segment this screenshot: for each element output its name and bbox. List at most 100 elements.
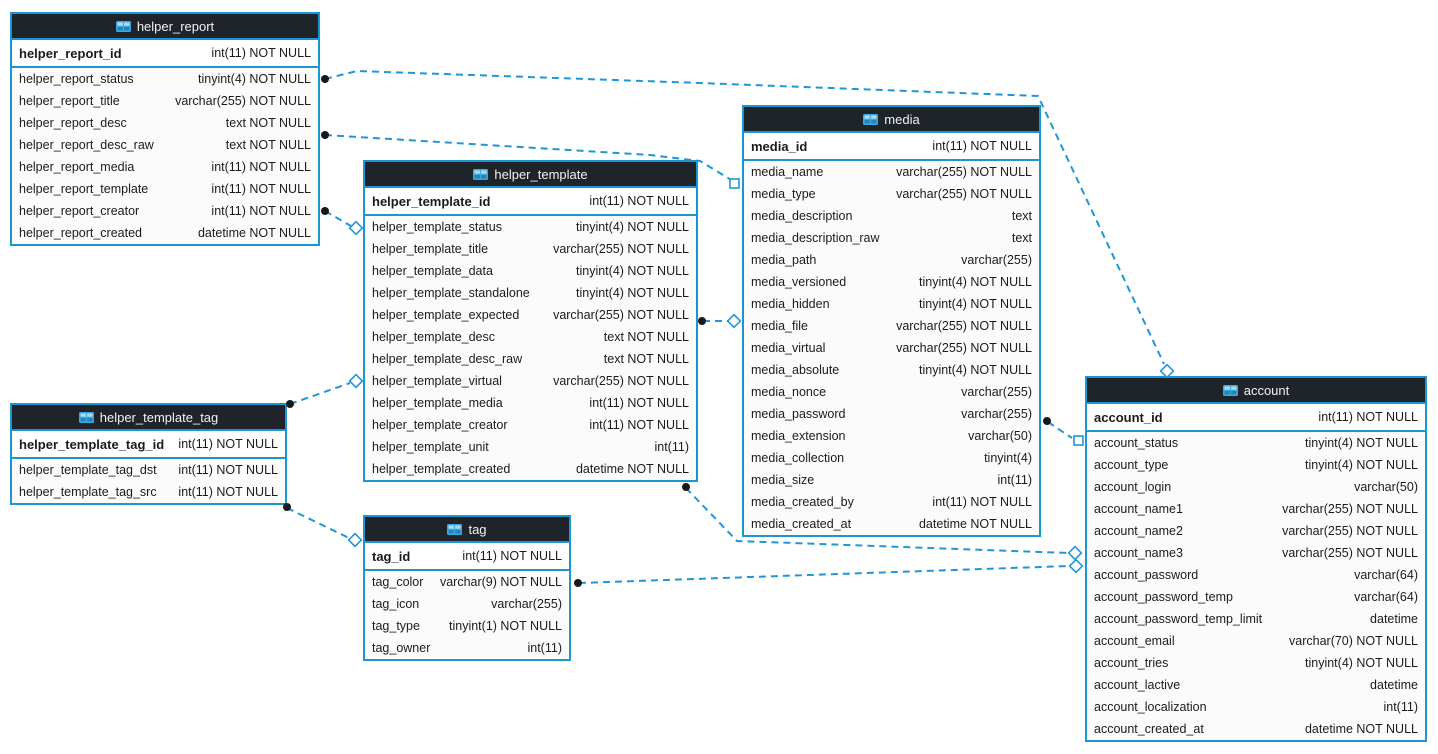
table-header[interactable]: helper_template_tag (12, 405, 285, 431)
table-header[interactable]: media (744, 107, 1039, 133)
column-type: int(11) NOT NULL (178, 463, 278, 477)
table-header[interactable]: account (1087, 378, 1425, 404)
table-helper_report[interactable]: helper_report helper_report_id int(11) N… (10, 12, 320, 246)
primary-key-row[interactable]: account_id int(11) NOT NULL (1087, 404, 1425, 432)
relation-helper_template-media[interactable] (698, 313, 742, 329)
column-name: helper_template_virtual (372, 374, 502, 388)
table-header[interactable]: tag (365, 517, 569, 543)
relation-helper_report-helper_template[interactable] (321, 207, 364, 236)
column-name: media_password (751, 407, 846, 421)
relation-helper_template_tag-helper_template[interactable] (286, 373, 364, 408)
primary-key-row[interactable]: media_id int(11) NOT NULL (744, 133, 1039, 161)
relation-media-account[interactable] (1043, 417, 1084, 446)
table-media[interactable]: media media_id int(11) NOT NULL media_na… (742, 105, 1041, 537)
connector-diamond (348, 220, 364, 236)
column-type: tinyint(4) NOT NULL (198, 72, 311, 86)
column-name: helper_template_status (372, 220, 502, 234)
relation-tag-account[interactable] (574, 558, 1084, 587)
table-header[interactable]: helper_template (365, 162, 696, 188)
table-helper_template[interactable]: helper_template helper_template_id int(1… (363, 160, 698, 482)
table-title: helper_template_tag (99, 409, 219, 425)
relation-helper_template_tag-tag[interactable] (283, 503, 363, 548)
column-name: tag_color (372, 575, 424, 589)
primary-key-row[interactable]: helper_template_tag_id int(11) NOT NULL (12, 431, 285, 459)
table-helper_template_tag[interactable]: helper_template_tag helper_template_tag_… (10, 403, 287, 505)
column-type: datetime NOT NULL (1304, 722, 1418, 736)
column-name: media_description (751, 209, 853, 223)
column-type: tinyint(4) (984, 451, 1032, 465)
column-name: tag_icon (372, 597, 420, 611)
primary-key-row[interactable]: tag_id int(11) NOT NULL (365, 543, 569, 571)
connector-diamond (347, 532, 363, 548)
column-type: tinyint(4) NOT NULL (919, 297, 1032, 311)
column-name: helper_template_media (372, 396, 503, 410)
primary-key-row[interactable]: helper_template_id int(11) NOT NULL (365, 188, 696, 216)
table-header[interactable]: helper_report (12, 14, 318, 40)
column-type: varchar(50) (1354, 480, 1418, 494)
table-account[interactable]: account account_id int(11) NOT NULL acco… (1085, 376, 1427, 742)
connector-dot (321, 131, 329, 139)
primary-key-row[interactable]: helper_report_id int(11) NOT NULL (12, 40, 318, 68)
